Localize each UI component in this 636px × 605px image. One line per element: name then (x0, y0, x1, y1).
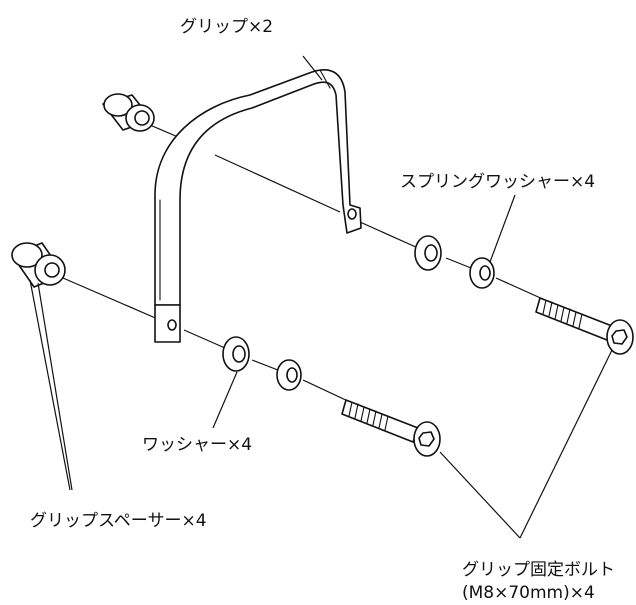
label-spring-washer: スプリングワッシャー×4 (400, 172, 595, 192)
label-grip-spacer: グリップスペーサー×4 (30, 511, 207, 531)
axis-lines (62, 124, 546, 403)
grip-handle (154, 68, 362, 343)
grip-spacer-lower (11, 242, 66, 288)
spring-washer-upper (469, 257, 495, 289)
leader-lines (29, 55, 613, 539)
label-washer: ワッシャー×4 (142, 435, 252, 455)
label-grip: グリップ×2 (180, 17, 273, 37)
grip-spacer-upper (102, 93, 155, 132)
washer-upper (414, 235, 442, 271)
washer-lower (222, 336, 250, 372)
label-grip-bolt-line1: グリップ固定ボルト (462, 560, 615, 580)
label-grip-bolt-line2: (M8×70mm)×4 (462, 583, 595, 603)
grip-bolt-lower (341, 399, 441, 457)
grip-bolt-upper (535, 297, 634, 355)
spring-washer-lower (276, 359, 302, 391)
